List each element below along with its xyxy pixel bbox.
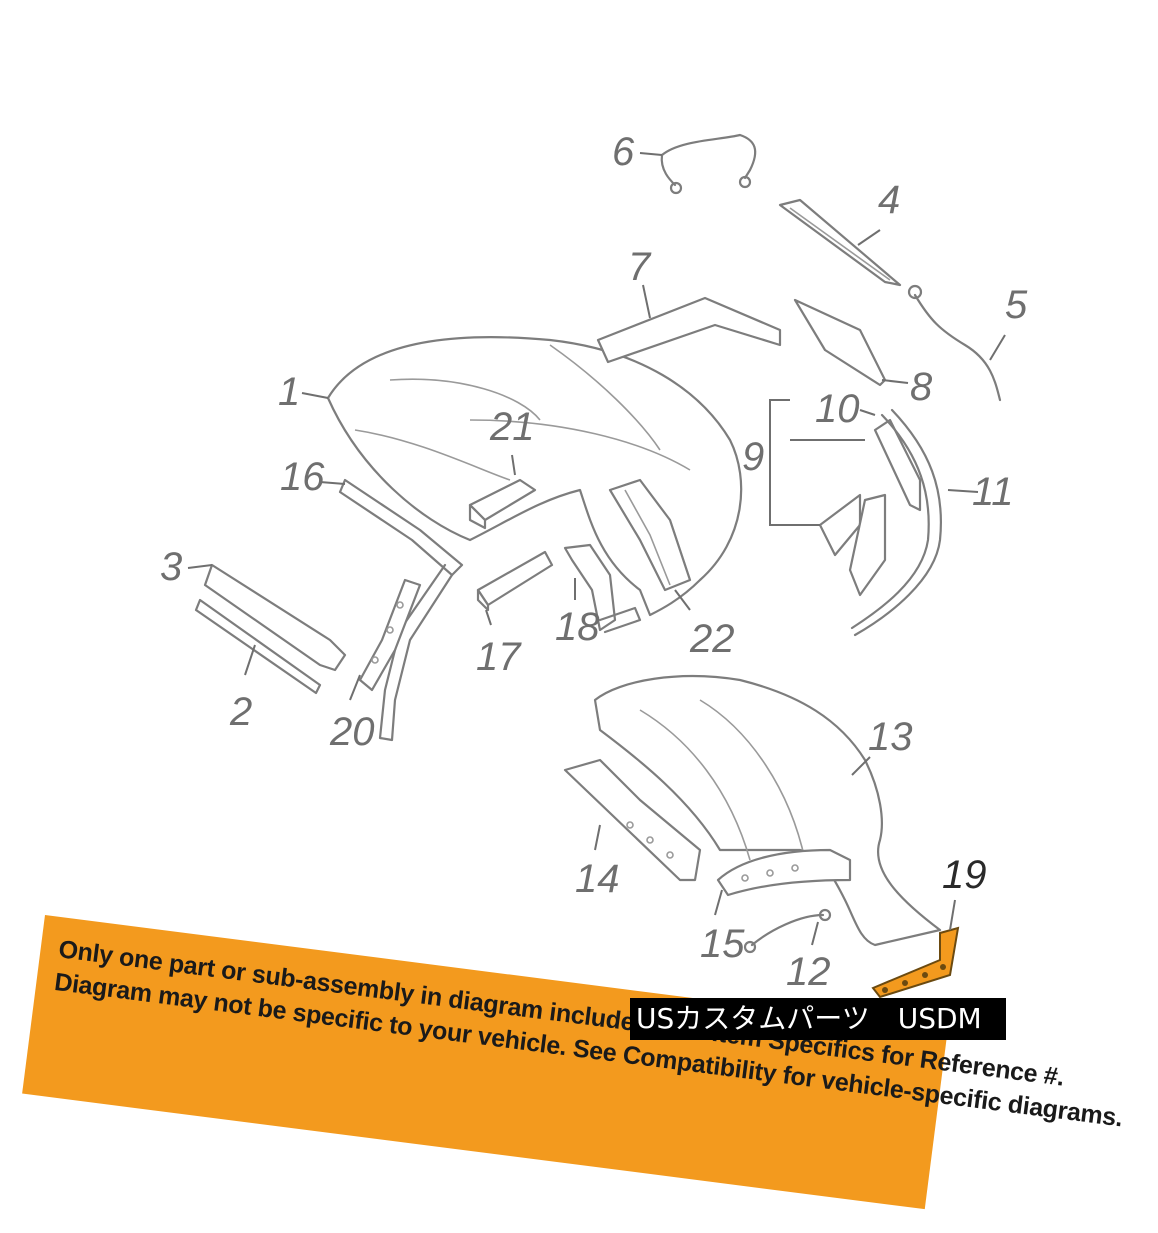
callout-1: 1	[278, 370, 300, 414]
callout-20: 20	[329, 710, 375, 754]
part-21-strip	[468, 478, 537, 530]
part-22-channel	[608, 478, 692, 592]
callout-19: 19	[942, 853, 987, 897]
part-11-weatherstrip	[850, 408, 942, 637]
part-14-bow	[563, 758, 702, 882]
callout-15: 15	[700, 922, 745, 966]
part-15-glass	[716, 848, 852, 897]
callout-2: 2	[229, 690, 252, 734]
part-3-weatherstrip	[203, 563, 347, 672]
callout-13: 13	[868, 715, 913, 759]
callout-5: 5	[1005, 283, 1028, 327]
callout-8: 8	[910, 365, 933, 409]
part-12-cable	[743, 908, 832, 954]
part-1-soft-top	[326, 335, 743, 617]
part-19-highlighted	[871, 926, 960, 999]
callout-6: 6	[612, 130, 635, 174]
callout-11: 11	[972, 470, 1014, 514]
parts-diagram: 1 2 3 4 5 6 7 8 9 10 11 12 13 14 15 16 1…	[160, 130, 1028, 999]
callout-4: 4	[878, 178, 900, 222]
part-17-seal	[476, 550, 554, 612]
callout-22: 22	[689, 617, 735, 661]
callout-18: 18	[555, 605, 600, 649]
part-6-cable	[660, 133, 757, 195]
part-18-bracket	[563, 543, 642, 634]
part-5-cable	[907, 284, 1002, 402]
callout-7: 7	[628, 245, 652, 289]
callout-17: 17	[476, 635, 522, 679]
callout-9: 9	[742, 435, 764, 479]
callout-10: 10	[815, 387, 860, 431]
callout-16: 16	[280, 455, 325, 499]
callout-12: 12	[786, 950, 831, 994]
callout-21: 21	[489, 405, 535, 449]
part-2-molding	[194, 598, 322, 695]
part-13-top-cover	[593, 675, 942, 947]
part-7-pad	[596, 296, 782, 364]
part-8-window	[793, 298, 887, 387]
part-20-bracket	[358, 578, 422, 692]
watermark-label: USカスタムパーツ USDM	[630, 998, 1006, 1040]
callout-3: 3	[160, 545, 182, 589]
part-4-panel	[778, 198, 902, 287]
part-9-window-assembly	[769, 399, 887, 597]
callout-14: 14	[575, 857, 620, 901]
